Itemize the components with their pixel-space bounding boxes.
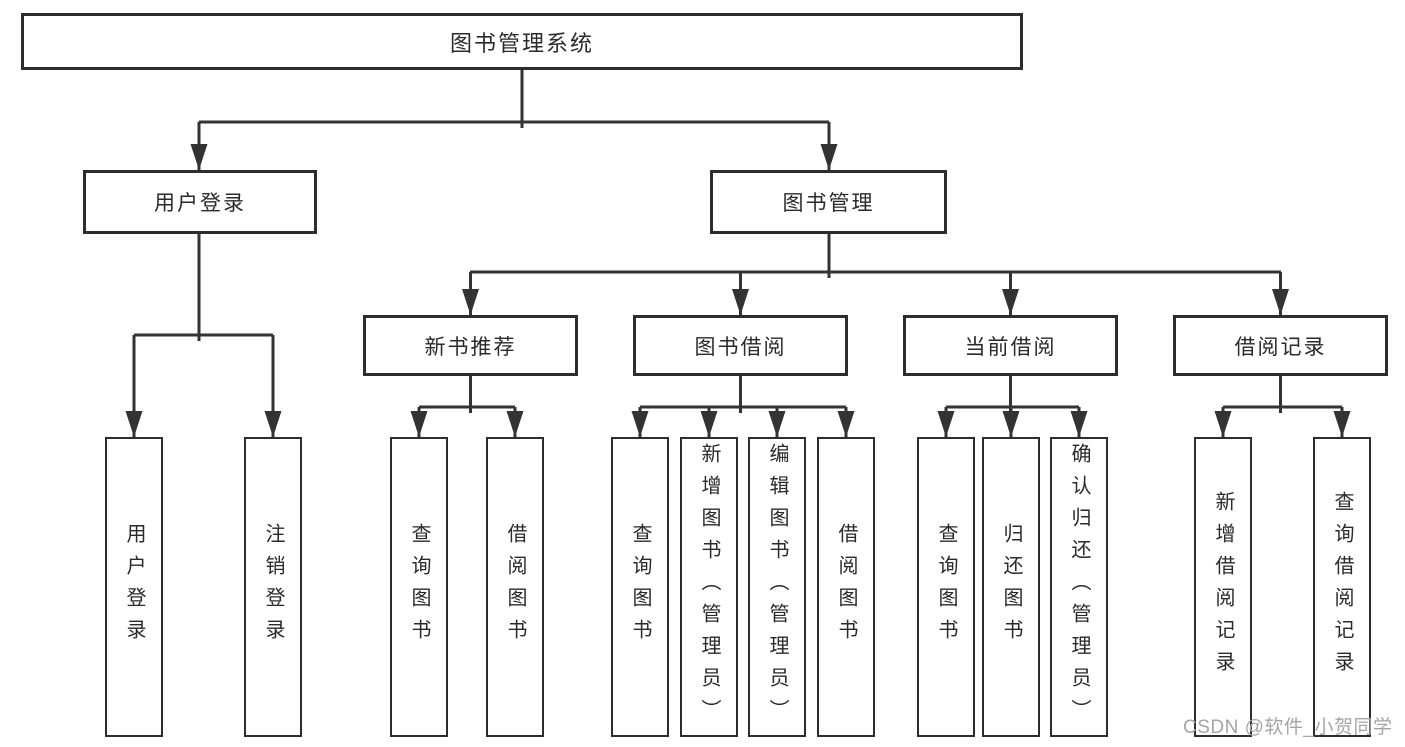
node-borrowing-records: 借阅记录: [1173, 315, 1388, 376]
leaf-user-login: 用户登录: [105, 437, 163, 737]
leaf-query-books-recommend: 查询图书: [390, 437, 448, 737]
node-book-management: 图书管理: [710, 170, 947, 234]
leaf-query-books-current: 查询图书: [917, 437, 975, 737]
leaf-add-borrow-record: 新增借阅记录: [1194, 437, 1252, 737]
leaf-return-book: 归还图书: [982, 437, 1040, 737]
leaf-query-books-borrowing: 查询图书: [611, 437, 669, 737]
node-library-management-system: 图书管理系统: [21, 13, 1023, 70]
watermark-csdn: CSDN @软件_小贺同学: [1183, 717, 1393, 738]
leaf-confirm-return-admin: 确认归还（管理员）: [1050, 437, 1108, 737]
node-book-borrowing: 图书借阅: [633, 315, 848, 376]
node-user-login: 用户登录: [83, 170, 317, 234]
node-new-book-recommendation: 新书推荐: [363, 315, 578, 376]
leaf-logout: 注销登录: [244, 437, 302, 737]
leaf-borrow-books-borrowing: 借阅图书: [817, 437, 875, 737]
node-current-borrowing: 当前借阅: [903, 315, 1118, 376]
leaf-query-borrow-record: 查询借阅记录: [1313, 437, 1371, 737]
leaf-edit-book-admin: 编辑图书（管理员）: [748, 437, 806, 737]
leaf-borrow-books-recommend: 借阅图书: [486, 437, 544, 737]
leaf-add-book-admin: 新增图书（管理员）: [680, 437, 738, 737]
